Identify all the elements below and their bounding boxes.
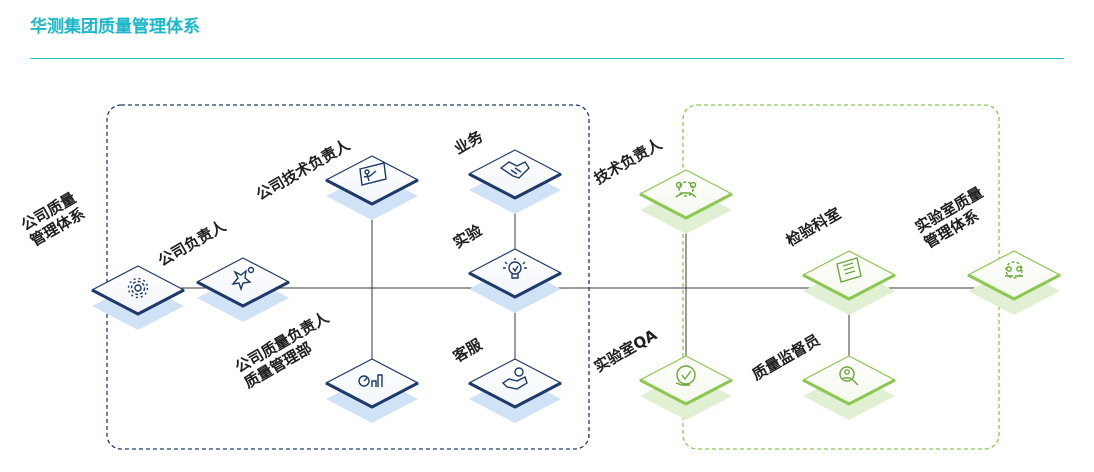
node-business[interactable] [468, 149, 562, 214]
lab-group-outline [682, 104, 1000, 450]
presentation-board-icon [359, 162, 387, 186]
node-quality-head[interactable] [325, 358, 419, 423]
gear-cog-icon [127, 277, 149, 299]
gears-people-icon [1005, 261, 1023, 279]
node-quality-supervisor[interactable] [802, 355, 896, 420]
hand-coins-icon [501, 367, 528, 390]
handshake-icon [499, 161, 530, 179]
hand-check-icon [675, 365, 696, 386]
magnifier-person-icon [839, 366, 859, 386]
title-divider [30, 58, 1064, 59]
page-title: 华测集团质量管理体系 [30, 17, 200, 37]
company-group-outline [106, 104, 590, 450]
node-company-head[interactable] [196, 257, 290, 322]
node-inspection-dept[interactable] [802, 250, 896, 315]
clipboard-checklist-icon [836, 257, 862, 283]
lightbulb-icon [503, 258, 527, 279]
node-lab[interactable] [468, 248, 562, 313]
team-gear-icon [675, 181, 697, 198]
node-lab-qa[interactable] [639, 355, 733, 420]
node-lab-qms[interactable] [967, 250, 1061, 315]
node-customer-service[interactable] [468, 358, 562, 423]
node-group-qms[interactable] [91, 265, 185, 330]
gauge-bars-icon [358, 374, 383, 387]
node-lab-tech-head[interactable] [639, 169, 733, 234]
node-tech-head[interactable] [325, 155, 419, 220]
star-burst-person-icon [231, 266, 255, 292]
